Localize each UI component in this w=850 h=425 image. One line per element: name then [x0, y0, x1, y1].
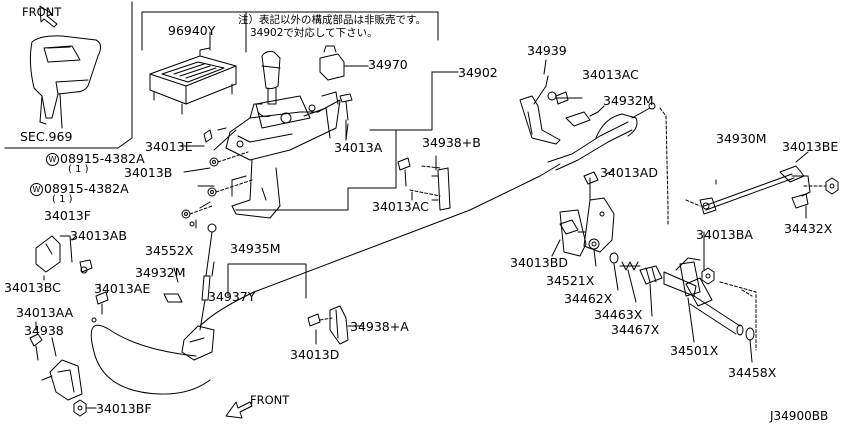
bracket-34938	[41, 359, 83, 401]
spring-34463x	[619, 261, 641, 271]
front-label-top: FRONT	[22, 5, 62, 19]
part-34463x: 34463X	[594, 307, 643, 322]
shift-lever	[255, 51, 311, 129]
lever-34501x	[663, 257, 744, 336]
washer-symbol-icon: W	[30, 183, 43, 196]
part-34013b: 34013B	[124, 165, 173, 180]
part-34013aa: 34013AA	[16, 305, 74, 320]
part-34938b: 34938+B	[422, 135, 481, 150]
part-34501x: 34501X	[670, 343, 719, 358]
washers-left	[179, 129, 253, 227]
bolt-34013ac-mid	[397, 157, 411, 187]
dashed-assembly-box	[667, 205, 757, 351]
washer-34013bd	[559, 219, 579, 235]
part-34013bd: 34013BD	[510, 255, 568, 270]
part-34938a: 34938+A	[350, 319, 409, 334]
washer-symbol-icon: W	[46, 153, 59, 166]
leader-34935m	[227, 263, 307, 299]
shifter-console-cover	[29, 35, 102, 129]
part-34932m-top: 34932M	[603, 93, 654, 108]
leader-lines	[35, 31, 809, 409]
part-34013a: 34013A	[334, 140, 383, 155]
note-line-2: 34902で対応して下さい。	[250, 27, 378, 39]
spacer-34462x	[609, 252, 619, 264]
nut-34013bf	[73, 399, 87, 417]
qty-1: ( 1 )	[68, 164, 89, 175]
qty-2: ( 1 )	[52, 194, 73, 205]
bolt-34013aa	[29, 333, 43, 361]
part-34013ac-top: 34013AC	[582, 67, 639, 82]
inset-box	[4, 1, 133, 149]
part-34013d: 34013D	[290, 347, 340, 362]
part-34013ab: 34013AB	[70, 228, 127, 243]
nut-34013be	[825, 177, 839, 195]
assembly-frame	[141, 11, 459, 211]
clip-34013ab	[35, 235, 93, 274]
bracket-34939	[519, 75, 561, 145]
part-34902: 34902	[458, 65, 498, 80]
nut-34013ba	[701, 267, 715, 285]
part-34467x: 34467X	[611, 322, 660, 337]
dashed-leaders-top	[659, 107, 669, 207]
part-34552x: 34552X	[145, 243, 194, 258]
sec-969-label: SEC.969	[20, 129, 73, 144]
part-34013ad: 34013AD	[600, 165, 658, 180]
bolt-34013d	[307, 313, 333, 327]
washer-34458x	[745, 327, 755, 341]
part-34013be: 34013BE	[782, 139, 839, 154]
part-34939: 34939	[527, 43, 567, 58]
part-34013ae: 34013AE	[94, 281, 151, 296]
part-34432x: 34432X	[784, 221, 833, 236]
clip-34932m-top	[565, 111, 599, 127]
selector-indicator	[149, 47, 237, 115]
part-34970-switch	[319, 45, 369, 81]
part-34013f: 34013F	[44, 208, 91, 223]
mounting-bracket-center	[559, 171, 615, 257]
part-96940y: 96940Y	[168, 23, 216, 38]
part-34013bc: 34013BC	[4, 280, 61, 295]
part-34013bf: 34013BF	[96, 401, 152, 416]
front-label-bottom: FRONT	[250, 393, 290, 407]
part-34935m: 34935M	[230, 241, 281, 256]
part-34462x: 34462X	[564, 291, 613, 306]
part-34932m-bottom: 34932M	[135, 265, 186, 280]
bracket-34938a	[329, 305, 349, 345]
part-34937y: 34937Y	[208, 289, 256, 304]
part-34013e: 34013E	[145, 139, 193, 154]
bushing-34467x	[639, 265, 663, 285]
part-34013ac-mid: 34013AC	[372, 199, 429, 214]
part-34521x: 34521X	[546, 273, 595, 288]
clip-34013ae	[91, 291, 109, 323]
clip-34932m-bottom	[163, 293, 183, 303]
diagram-code: J34900BB	[770, 409, 829, 423]
part-34930m: 34930M	[716, 131, 767, 146]
part-34970: 34970	[368, 57, 408, 72]
part-34013ba: 34013BA	[696, 227, 753, 242]
note-line-1: 注）表記以外の構成部品は非販売です。	[238, 14, 426, 26]
shifter-base	[225, 91, 341, 219]
front-arrow-icon	[39, 5, 58, 28]
clip-34432x	[791, 193, 809, 209]
part-34458x: 34458X	[728, 365, 777, 380]
control-cable-34935m	[90, 102, 656, 395]
part-34938: 34938	[24, 323, 64, 338]
rod-34930m	[685, 165, 827, 215]
bracket-34938b	[409, 165, 451, 211]
front-arrow-icon	[225, 401, 253, 419]
